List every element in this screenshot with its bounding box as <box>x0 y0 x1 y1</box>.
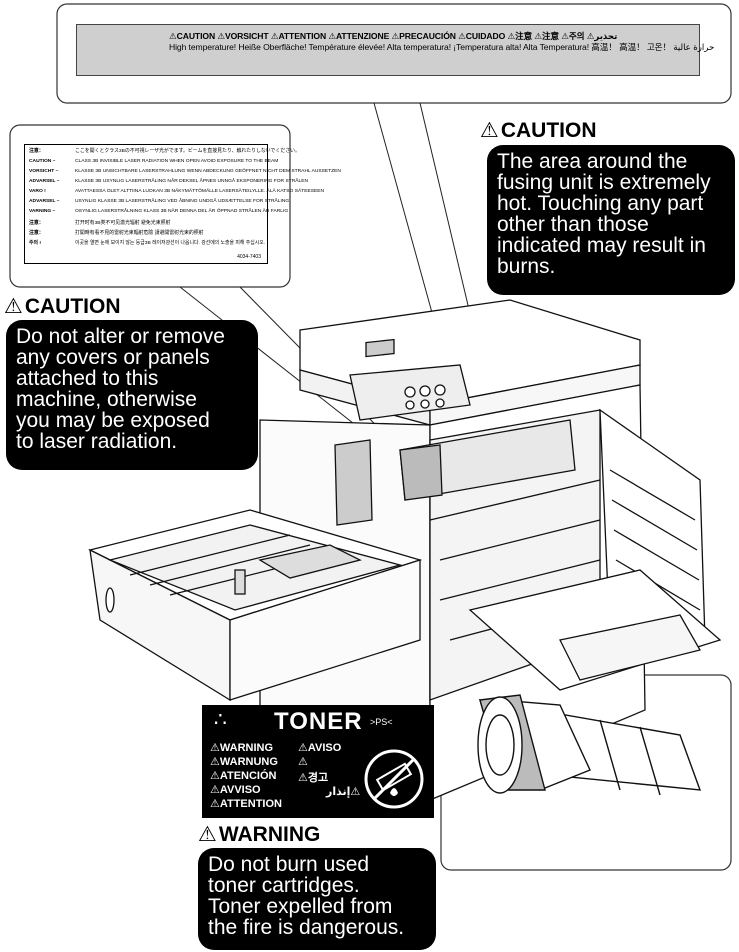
laser-line: 注意：ここを開くとクラス3Bの不可視レーザ光がでます。ビームを直接見たり、触れた… <box>29 149 300 154</box>
fusing-caution-heading: ⚠CAUTION <box>480 119 597 142</box>
laser-caution-heading: ⚠CAUTION <box>4 295 121 318</box>
toner-label-warning: إنذار⚠ <box>326 786 361 798</box>
toner-label-warning: ⚠WARNING <box>210 742 274 754</box>
toner-label-title: TONER <box>274 708 363 735</box>
laser-line: 注意：打开时有3B类不可见激光辐射 避免光束照射 <box>29 221 171 226</box>
laser-label-code: 4034-7403 <box>237 254 261 260</box>
high-temperature-label: ⚠CAUTION ⚠VORSICHT ⚠ATTENTION ⚠ATTENZION… <box>76 24 714 76</box>
laser-line: VARNING –OSYNLIG LASERSTRÅLNING KLASS 3B… <box>29 209 289 214</box>
laser-caution-message: Do not alter or remove any covers or pan… <box>6 320 258 470</box>
hot-label-description: High temperature! Heiße Oberfläche! Temp… <box>169 42 715 52</box>
hot-label-callout-frame <box>56 3 732 104</box>
laser-line: CAUTION –CLASS 3B INVISIBLE LASER RADIAT… <box>29 159 279 164</box>
paper-drawer <box>88 509 423 702</box>
warning-triangle-icon: ⚠ <box>480 119 499 142</box>
toner-label-warning: ⚠WARNUNG <box>210 756 278 768</box>
toner-label-warning: ⚠경고 <box>298 772 329 784</box>
toner-warning-heading: ⚠WARNING <box>198 823 321 846</box>
warning-triangle-icon: ⚠ <box>198 823 217 846</box>
toner-label-warning: ⚠AVISO <box>298 742 342 754</box>
toner-label-warning: ⚠ATENCIÓN <box>210 770 277 782</box>
laser-radiation-label: 注意：ここを開くとクラス3Bの不可視レーザ光がでます。ビームを直接見たり、触れた… <box>24 144 341 264</box>
toner-warning-message: Do not burn used toner cartridges. Toner… <box>198 848 436 950</box>
no-fire-icon <box>364 749 424 809</box>
laser-line: 주의 !이곳을 열면 눈에 보이지 않는 등급3B 레이저광선이 나옵니다. 광… <box>29 241 266 246</box>
toner-label: ∴ TONER >PS< ⚠WARNING ⚠WARNUNG ⚠ATENCIÓN… <box>202 705 434 818</box>
laser-line: ADVARSEL –KLASSE 3B USYNLIG LASERSTRÅLIN… <box>29 179 309 184</box>
laser-line: VORSICHT –KLASSE 3B UNSICHTBARE LASERSTR… <box>29 169 341 174</box>
laser-line: 注意：打開時有看不見的雷射光束輻射危險 請避開雷射光束的照射 <box>29 231 204 236</box>
therefore-dots-icon: ∴ <box>214 709 227 731</box>
laser-line: ADVARSEL –USYNLIG KLASSE 3B LASERSTRÅLIN… <box>29 199 290 204</box>
toner-label-warning: ⚠AVVISO <box>210 784 261 796</box>
ps-mark: >PS< <box>370 717 393 727</box>
laser-line: VARO !AVATTAESSA OLET ALTTIINA LUOKAN 3B… <box>29 189 325 194</box>
warning-triangle-icon: ⚠ <box>4 295 23 318</box>
toner-cartridge <box>477 694 702 796</box>
laser-label-callout-frame <box>9 124 291 288</box>
toner-label-warning: ⚠ATTENTION <box>210 798 282 810</box>
toner-label-warning: ⚠ <box>298 756 308 768</box>
hot-label-warnings: ⚠CAUTION ⚠VORSICHT ⚠ATTENTION ⚠ATTENZION… <box>169 31 618 41</box>
fusing-caution-message: The area around the fusing unit is extre… <box>487 145 735 295</box>
